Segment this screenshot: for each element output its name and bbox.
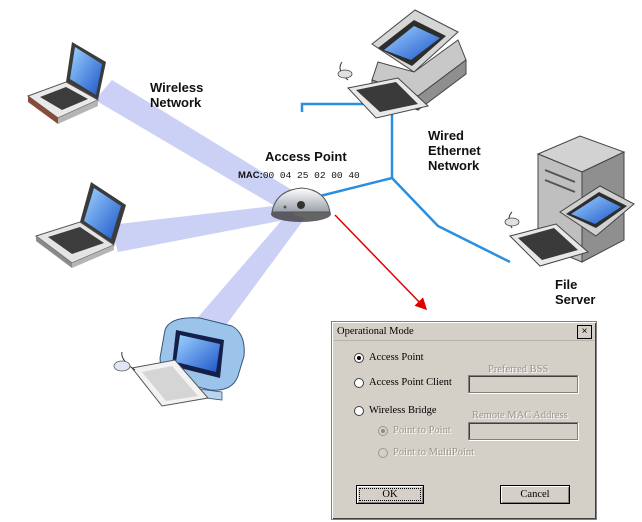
file-server-label: File Server xyxy=(555,277,595,307)
radio-access-point-label: Access Point xyxy=(369,352,424,363)
access-point-label: Access Point xyxy=(265,149,347,164)
cancel-button[interactable]: Cancel xyxy=(500,485,570,504)
preferred-bss-field[interactable] xyxy=(468,375,578,393)
radio-access-point[interactable]: Access Point xyxy=(354,352,424,363)
operational-mode-dialog: Operational Mode × Access Point Preferre… xyxy=(331,321,597,520)
close-button[interactable]: × xyxy=(577,325,592,339)
wireless-label-line1: Wireless xyxy=(150,80,203,95)
file-server-label-line1: File xyxy=(555,277,595,292)
radio-point-to-multipoint[interactable]: Point to MultiPoint xyxy=(378,447,474,458)
mac-prefix: MAC: xyxy=(238,170,263,181)
radio-point-to-point-label: Point to Point xyxy=(393,425,451,436)
mac-address-label: MAC:00 04 25 02 00 40 xyxy=(238,170,360,181)
radio-wireless-bridge-button[interactable] xyxy=(354,406,364,416)
laptop-middle-icon xyxy=(36,182,126,268)
wireless-label-line2: Network xyxy=(150,95,203,110)
dialog-title: Operational Mode xyxy=(337,326,414,337)
radio-access-point-button[interactable] xyxy=(354,353,364,363)
radio-point-to-point[interactable]: Point to Point xyxy=(378,425,451,436)
file-server-icon xyxy=(505,136,634,266)
preferred-bss-label: Preferred BSS xyxy=(488,364,548,375)
red-arrow xyxy=(335,215,425,308)
radio-access-point-client-label: Access Point Client xyxy=(369,377,452,388)
radio-wireless-bridge-label: Wireless Bridge xyxy=(369,405,437,416)
wired-label-line1: Wired xyxy=(428,128,481,143)
dialog-titlebar[interactable]: Operational Mode × xyxy=(334,324,594,341)
remote-mac-address-label: Remote MAC Address xyxy=(472,410,568,421)
wireless-network-label: Wireless Network xyxy=(150,80,203,110)
remote-mac-address-field[interactable] xyxy=(468,422,578,440)
radio-point-to-multipoint-button[interactable] xyxy=(378,448,388,458)
desktop-computer-icon xyxy=(338,10,466,118)
radio-wireless-bridge[interactable]: Wireless Bridge xyxy=(354,405,437,416)
radio-access-point-client-button[interactable] xyxy=(354,378,364,388)
radio-access-point-client[interactable]: Access Point Client xyxy=(354,377,452,388)
wired-label-line3: Network xyxy=(428,158,481,173)
wired-label-line2: Ethernet xyxy=(428,143,481,158)
ok-button[interactable]: OK xyxy=(356,485,424,504)
imac-computer-icon xyxy=(114,318,244,406)
radio-point-to-multipoint-label: Point to MultiPoint xyxy=(393,447,474,458)
mac-value: 00 04 25 02 00 40 xyxy=(263,170,360,181)
radio-point-to-point-button[interactable] xyxy=(378,426,388,436)
close-icon: × xyxy=(582,326,588,337)
file-server-label-line2: Server xyxy=(555,292,595,307)
wired-ethernet-network-label: Wired Ethernet Network xyxy=(428,128,481,173)
laptop-top-icon xyxy=(28,42,106,124)
